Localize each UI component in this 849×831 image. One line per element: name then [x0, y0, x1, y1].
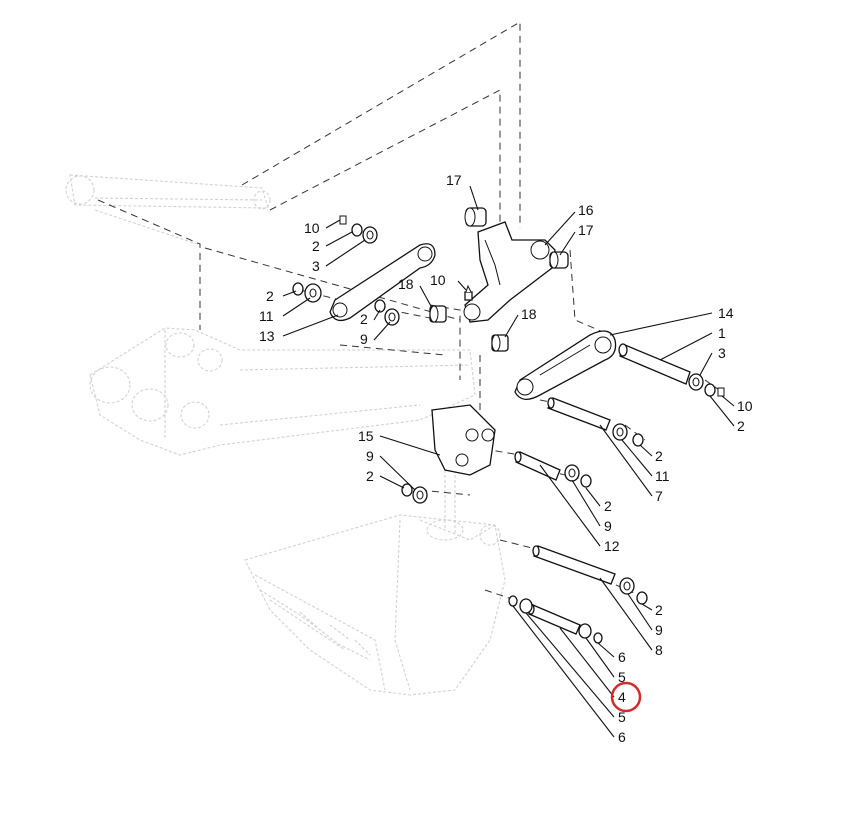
callout-18-right: 18 [521, 306, 537, 322]
callout-4: 4 [618, 689, 626, 705]
callout-7: 7 [655, 488, 663, 504]
callout-15: 15 [358, 428, 374, 444]
callout-18-left: 18 [398, 276, 414, 292]
callout-12: 12 [604, 538, 620, 554]
callout-9-center: 9 [360, 331, 368, 347]
callout-13: 13 [259, 328, 275, 344]
link-rod-13 [329, 243, 436, 322]
callout-labels: 17 16 17 10 2 3 2 11 13 18 10 2 9 18 14 … [259, 172, 753, 745]
callout-17-right: 17 [578, 222, 594, 238]
callout-11-pin7: 11 [655, 468, 670, 484]
callout-5-upper: 5 [618, 669, 626, 685]
grease-fitting-10-center [464, 284, 473, 301]
callout-2-bracket: 2 [366, 468, 374, 484]
background-machine-outline [65, 174, 506, 696]
callout-10-right: 10 [737, 398, 753, 414]
callout-3-right: 3 [718, 345, 726, 361]
callout-14: 14 [718, 305, 734, 321]
callout-5-lower: 5 [618, 709, 626, 725]
callout-2-pin8: 2 [655, 602, 663, 618]
callout-2-right: 2 [737, 418, 745, 434]
callout-3-upper-left: 3 [312, 258, 320, 274]
bushing-18-right [491, 334, 509, 352]
callout-2-pin12: 2 [604, 498, 612, 514]
callout-8: 8 [655, 642, 663, 658]
assembly-dash-lines [97, 21, 723, 601]
pin-7 [547, 397, 644, 447]
callout-10-center: 10 [430, 272, 446, 288]
callout-10-upper-left: 10 [304, 220, 320, 236]
parts [292, 207, 725, 644]
callout-2-left: 2 [266, 288, 274, 304]
callout-9-pin8: 9 [655, 622, 663, 638]
bracket-15 [431, 404, 496, 476]
callout-16: 16 [578, 202, 594, 218]
callout-6-upper: 6 [618, 649, 626, 665]
bushing-17-upper [464, 207, 487, 227]
highlight-circle [610, 681, 642, 713]
callout-2-upper-left: 2 [312, 238, 320, 254]
bushing-17-right [549, 251, 569, 269]
pin-12 [514, 451, 592, 488]
callout-2-center: 2 [360, 311, 368, 327]
callout-9-bracket: 9 [366, 448, 374, 464]
callout-17-upper: 17 [446, 172, 462, 188]
bushing-18-left [429, 305, 447, 323]
pin-8 [532, 545, 648, 605]
leader-lines [282, 185, 735, 738]
seals-bracket-15 [401, 483, 428, 504]
callout-2-pin7: 2 [655, 448, 663, 464]
callout-11-left: 11 [259, 308, 274, 324]
link-16 [463, 221, 556, 323]
pin-1 [618, 343, 725, 397]
link-14 [514, 330, 617, 400]
callout-6-lower: 6 [618, 729, 626, 745]
callout-1: 1 [718, 325, 726, 341]
callout-9-pin12: 9 [604, 518, 612, 534]
seals-upper-left [292, 215, 400, 326]
